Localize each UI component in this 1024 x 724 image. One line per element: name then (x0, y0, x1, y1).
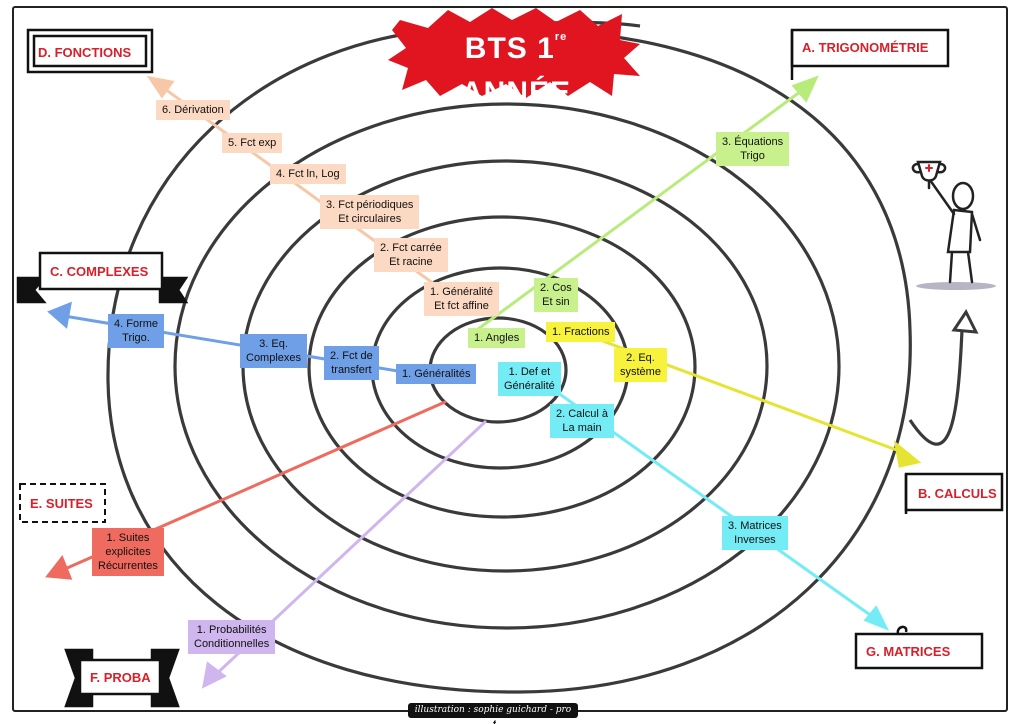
topic-calculs-2: 2. Eq. système (614, 348, 667, 382)
topic-complexes-3: 3. Eq. Complexes (240, 334, 308, 368)
stick-figure-trophy-icon (911, 160, 996, 290)
title-burst-shape (388, 8, 640, 98)
spiral-ring (106, 26, 912, 694)
spiral-exit (908, 329, 964, 446)
topic-proba-1: 1. Probabilités Conditionnelles (188, 620, 276, 654)
topic-complexes-4: 4. Forme Trigo. (108, 314, 165, 348)
arrow-trigo (468, 84, 810, 337)
chapter-fonctions: D. FONCTIONS (38, 45, 132, 60)
spiral-ring (173, 102, 841, 630)
topic-complexes-2: 2. Fct de transfert (324, 346, 379, 380)
arrow-head-icon (146, 75, 175, 99)
spiral-rings (106, 20, 979, 694)
arrow-head-icon (791, 75, 819, 103)
topic-trigo-1: 1. Angles (468, 328, 526, 348)
arrow-head-icon (201, 661, 227, 689)
topic-fonctions-5: 5. Fct exp (222, 133, 283, 153)
banner-proba-shape (64, 648, 180, 708)
arrow-head-icon (893, 440, 922, 468)
page-title: BTS 1re ANNÉE (460, 31, 571, 109)
up-arrow-icon (951, 309, 979, 334)
arrow-head-icon (47, 301, 72, 329)
spiral-ring (307, 215, 697, 519)
chapter-proba: F. PROBA (90, 670, 151, 685)
chapter-calculs: B. CALCULS (918, 486, 997, 501)
topic-fonctions-4: 4. Fct ln, Log (270, 164, 346, 184)
topic-trigo-3: 3. Équations Trigo (716, 132, 790, 166)
topic-complexes-1: 1. Généralités (396, 364, 477, 384)
facebook-icon[interactable]: f (489, 719, 500, 724)
branch-arrows (45, 75, 922, 689)
topic-fonctions-2: 2. Fct carrée Et racine (374, 238, 448, 272)
chapter-matrices: G. MATRICES (866, 644, 951, 659)
chapter-suites: E. SUITES (30, 496, 93, 511)
chapter-complexes: C. COMPLEXES (50, 264, 149, 279)
credit-text: illustration : sophie guichard - pro (414, 705, 572, 715)
chapter-trigo: A. TRIGONOMÉTRIE (802, 40, 929, 55)
banner-suites-shape (19, 483, 106, 523)
arrow-head-icon (863, 605, 890, 631)
topic-fonctions-3: 3. Fct périodiques Et circulaires (320, 195, 420, 229)
credit-badge: illustration : sophie guichard - pro f (408, 703, 578, 724)
banner-fonctions-shape (26, 28, 154, 74)
arrow-fonctions (156, 82, 472, 312)
topic-matrices-2: 2. Calcul à La main (550, 404, 614, 438)
topic-suites-1: 1. Suites explicites Récurrentes (92, 528, 164, 576)
topic-calculs-1: 1. Fractions (546, 322, 616, 342)
banner-complexes-shape (16, 251, 189, 304)
topic-matrices-1: 1. Def et Généralité (498, 362, 561, 396)
topic-fonctions-6: 6. Dérivation (156, 100, 230, 120)
arrow-head-icon (45, 555, 73, 580)
banner-trigo-shape (790, 28, 950, 80)
topic-fonctions-1: 1. Généralité Et fct affine (424, 282, 499, 316)
topic-trigo-2: 2. Cos Et sin (534, 278, 578, 312)
banner-matrices-shape (854, 625, 984, 670)
banner-calculs-shape (904, 472, 1004, 514)
topic-matrices-3: 3. Matrices Inverses (722, 516, 788, 550)
